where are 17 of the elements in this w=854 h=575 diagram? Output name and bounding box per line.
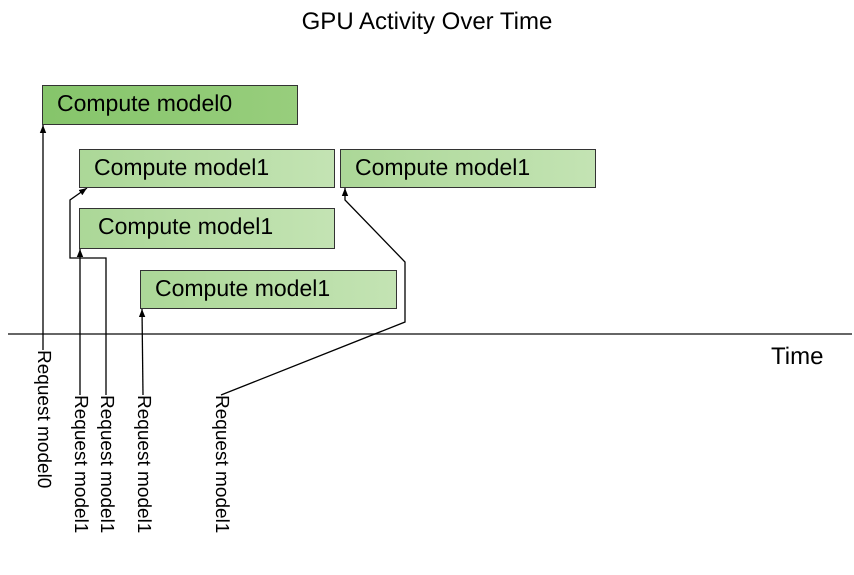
arrow: [69, 187, 107, 395]
arrow: [138, 309, 146, 395]
compute-bar: Compute model1: [79, 149, 335, 188]
request-label: Request model1: [210, 395, 232, 534]
compute-bar: Compute model0: [42, 85, 298, 125]
arrow: [40, 125, 46, 350]
compute-bar: Compute model1: [79, 208, 335, 249]
request-label: Request model1: [95, 395, 117, 534]
request-label: Request model1: [132, 395, 154, 534]
arrow: [76, 249, 84, 395]
axis-label: Time: [771, 343, 824, 371]
compute-bar: Compute model1: [340, 149, 596, 188]
compute-bar: Compute model1: [140, 270, 397, 309]
request-label: Request model1: [69, 395, 91, 534]
request-label: Request model0: [32, 350, 54, 488]
arrow: [220, 188, 406, 396]
diagram-title: GPU Activity Over Time: [300, 8, 554, 36]
